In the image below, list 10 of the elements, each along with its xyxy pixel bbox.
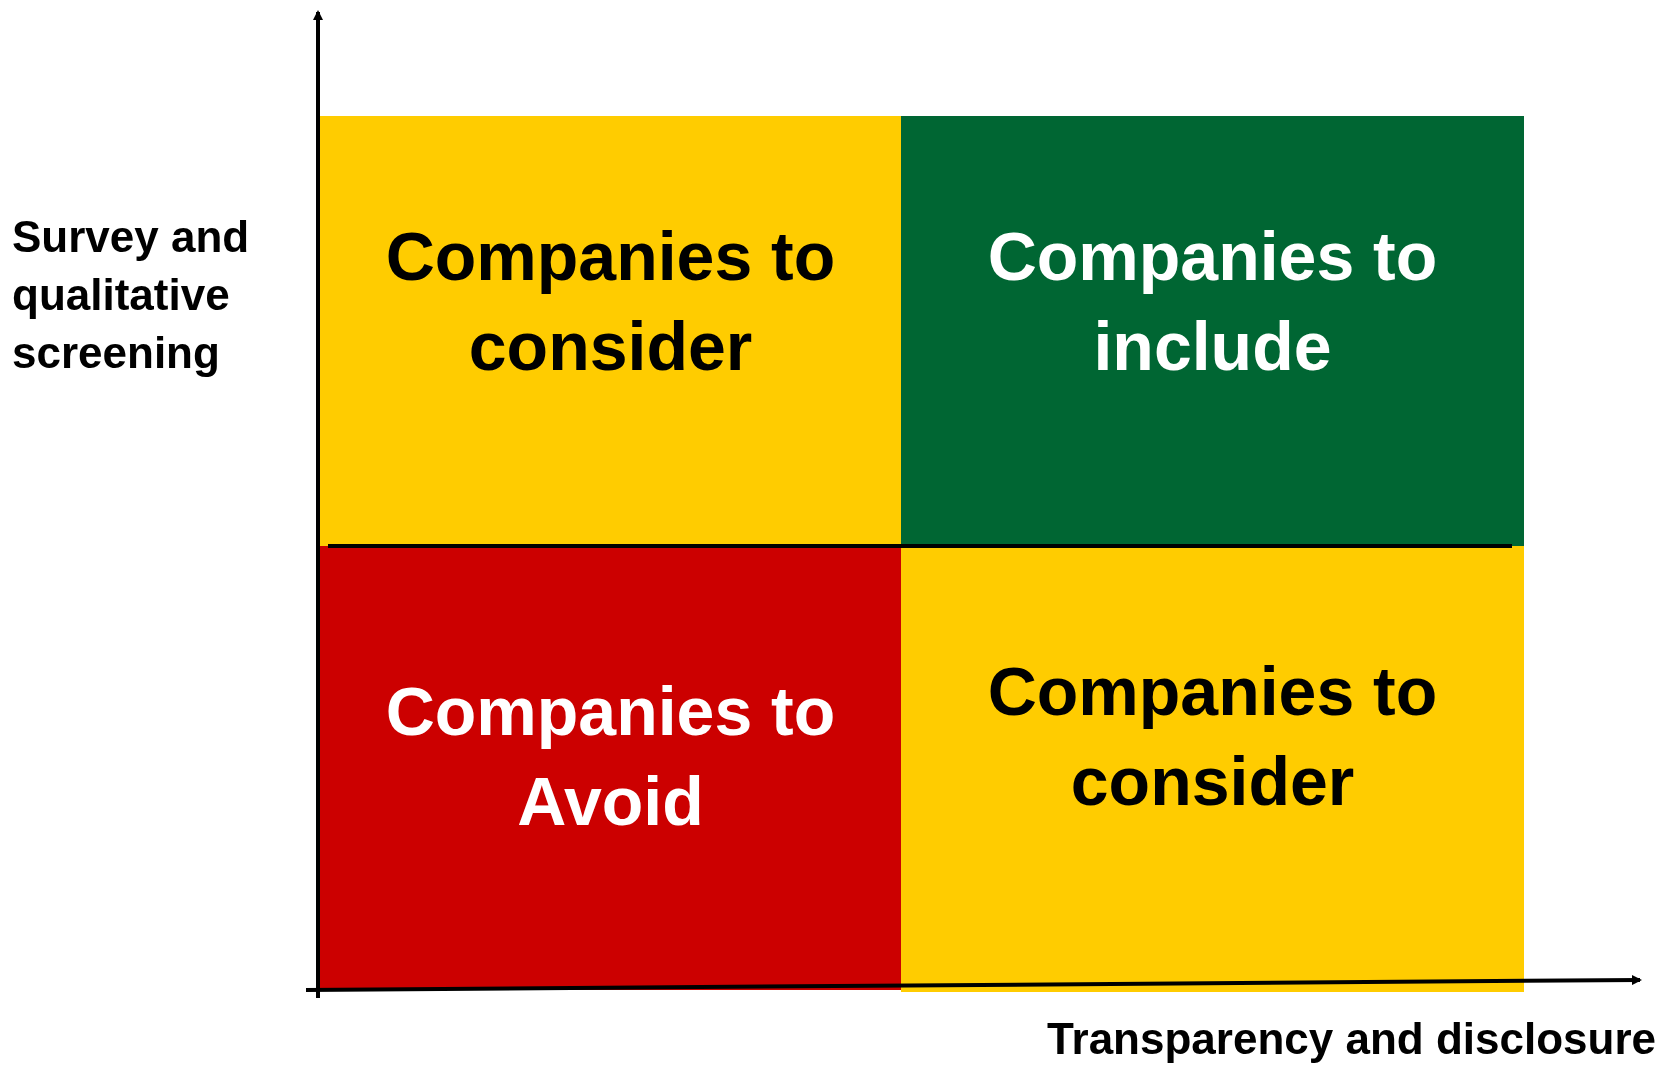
x-axis-title: Transparency and disclosure	[1046, 1013, 1656, 1065]
quadrant-label: Companies to include	[986, 217, 1439, 386]
quadrant-label: Companies to consider	[384, 217, 837, 386]
quadrant-box	[901, 116, 1524, 546]
quadrant-label: Companies to Avoid	[384, 672, 837, 841]
quadrant-box	[320, 116, 901, 546]
quadrant-box	[901, 546, 1524, 992]
y-axis-title: Survey and qualitative screening	[12, 211, 251, 379]
quadrant-box	[320, 546, 901, 990]
quadrant-label: Companies to consider	[986, 652, 1439, 821]
